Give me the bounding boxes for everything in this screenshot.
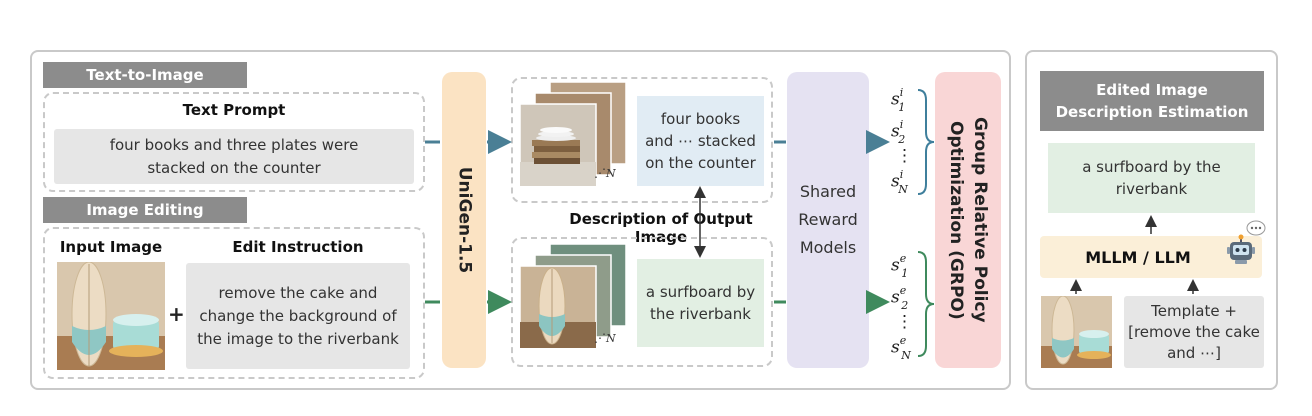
- estimated-description-box: a surfboard by the riverbank: [1048, 143, 1255, 213]
- score-bottom-2: se2: [891, 284, 909, 313]
- mllm-llm-box: MLLM / LLM: [1040, 236, 1262, 278]
- edit-description-box: a surfboard by the riverbank: [637, 259, 764, 347]
- text-to-image-header: Text-to-Image: [43, 62, 247, 88]
- edited-description-header: Edited Image Description Estimation: [1040, 71, 1264, 131]
- plus-sign: +: [168, 302, 185, 326]
- t2i-dots: ⋰N: [594, 166, 616, 180]
- unigen-label: UniGen-1.5: [454, 166, 474, 274]
- score-top-1: si1: [891, 86, 906, 115]
- image-editing-box: [43, 227, 425, 379]
- score-top-2: si2: [891, 118, 906, 147]
- speech-bubble-icon: [1246, 220, 1266, 236]
- t2i-output-images: [519, 81, 630, 190]
- text-prompt-box: [43, 92, 425, 192]
- template-box: Template + [remove the cake and ⋯]: [1124, 296, 1264, 368]
- edit-dots: ⋰N: [594, 331, 616, 345]
- unigen-model-bar: UniGen-1.5: [442, 72, 486, 368]
- text-prompt-content: four books and three plates were stacked…: [54, 129, 414, 184]
- t2i-description-box: four books and ⋯ stacked on the counter: [637, 96, 764, 186]
- score-bottom-n: seN: [891, 334, 911, 363]
- image-editing-header: Image Editing: [43, 197, 247, 223]
- edit-instruction-label: Edit Instruction: [232, 238, 364, 256]
- score-top-ellipsis: ⋮: [896, 146, 913, 166]
- edit-output-images: [519, 243, 630, 352]
- t2i-output-box: [511, 77, 773, 203]
- grpo-bar: Group Relative Policy Optimization (GRPO…: [935, 72, 1001, 368]
- text-prompt-title: Text Prompt: [182, 101, 286, 119]
- edited-input-image: [1041, 296, 1112, 368]
- grpo-label: Group Relative Policy Optimization (GRPO…: [946, 117, 990, 323]
- edit-output-box: [511, 237, 773, 367]
- score-bottom-ellipsis: ⋮: [896, 312, 913, 332]
- edit-instruction-content: remove the cake and change the backgroun…: [186, 263, 410, 369]
- input-image-label: Input Image: [59, 238, 163, 256]
- shared-reward-models: Shared Reward Models: [787, 72, 869, 368]
- robot-icon: [1226, 234, 1256, 266]
- input-image: [57, 262, 165, 370]
- score-top-n: siN: [891, 168, 908, 197]
- score-bottom-1: se1: [891, 252, 909, 281]
